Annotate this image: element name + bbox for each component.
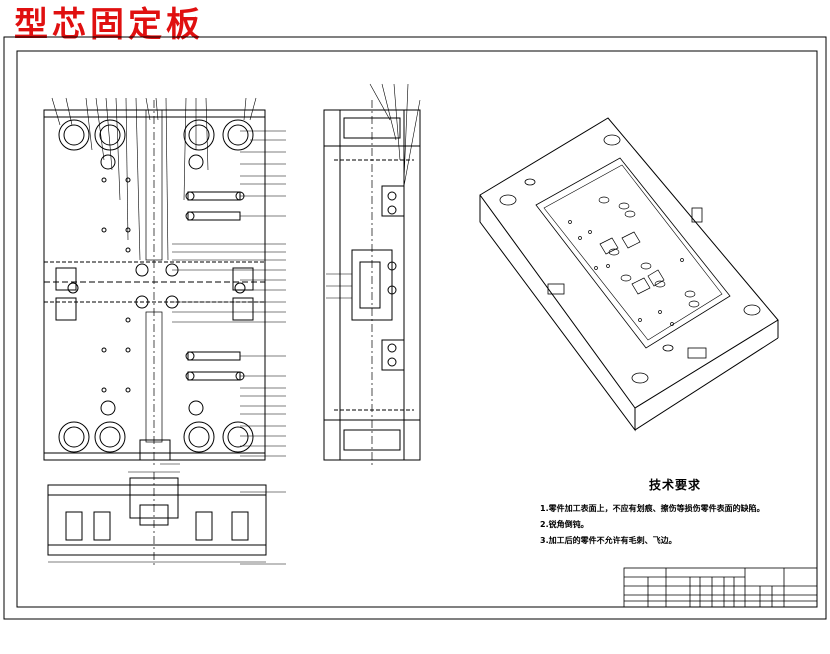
side-section-view <box>323 83 421 468</box>
bottom-section-view <box>47 463 286 566</box>
drawing-title: 型芯固定板 <box>14 5 204 45</box>
requirement-item-1: 1.零件加工表面上，不应有划痕、擦伤等损伤零件表面的缺陷。 <box>540 504 765 513</box>
requirement-item-2: 2.锐角倒钝。 <box>540 520 589 529</box>
sheet-border <box>3 36 827 620</box>
technical-requirements-title: 技术要求 <box>648 478 701 492</box>
plan-view <box>43 97 286 468</box>
technical-requirements: 技术要求 1.零件加工表面上，不应有划痕、擦伤等损伤零件表面的缺陷。 2.锐角倒… <box>540 476 790 551</box>
title-block <box>623 567 818 608</box>
requirement-item-3: 3.加工后的零件不允许有毛刺、飞边。 <box>540 536 677 545</box>
drawing-frame <box>16 50 818 608</box>
isometric-view <box>479 117 779 432</box>
